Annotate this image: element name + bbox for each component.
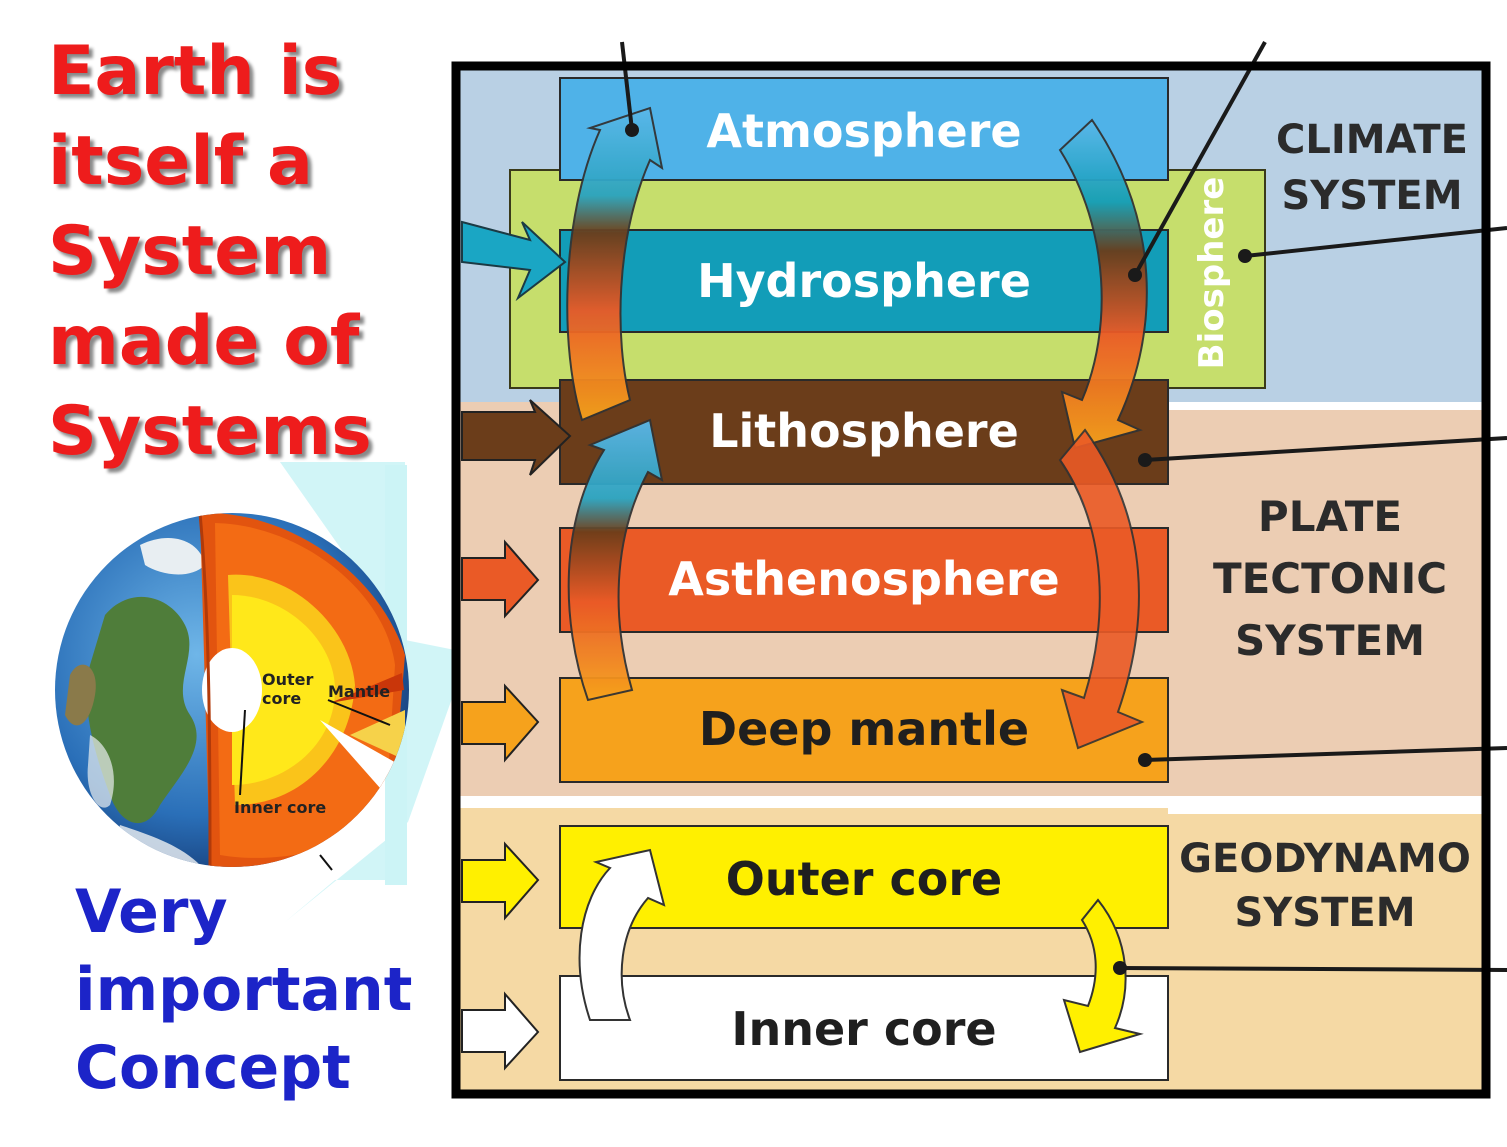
input-arrow-inner-core	[461, 991, 540, 1071]
layer-label-biosphere: Biosphere	[1192, 176, 1232, 370]
input-arrow-lithosphere	[461, 399, 572, 476]
input-arrow-outer-core	[461, 841, 540, 921]
upward-flow-arrow-top	[566, 106, 664, 422]
downward-flow-arrow-top	[1058, 118, 1148, 450]
system-label-climate: CLIMATE SYSTEM	[1276, 117, 1468, 219]
note-line: Concept	[75, 1033, 351, 1103]
layer-label-outer-core: Outer core	[725, 852, 1003, 906]
layer-label-asthenosphere: Asthenosphere	[668, 552, 1060, 606]
layer-label-hydrosphere: Hydrosphere	[697, 254, 1031, 308]
outer-core-bar	[559, 825, 1169, 929]
title-line: Earth is	[48, 32, 343, 111]
atmosphere-bar	[559, 77, 1169, 181]
downward-flow-arrow-mid	[1058, 428, 1145, 750]
title-line: System	[48, 212, 332, 291]
title-line: itself a	[48, 122, 313, 201]
input-arrow-deep-mantle	[461, 683, 540, 763]
lithosphere-bar	[559, 379, 1169, 485]
globe-label-inner-core: Inner core	[234, 798, 327, 817]
upward-flow-arrow-mid	[567, 418, 664, 702]
upward-flow-arrow-core	[578, 848, 666, 1021]
earth-cutaway-image	[55, 513, 409, 871]
downward-flow-arrow-core	[1062, 898, 1144, 1054]
title-line: Systems	[48, 392, 372, 471]
system-label-geodynamo: GEODYNAMO SYSTEM	[1179, 836, 1471, 936]
layer-label-deep-mantle: Deep mantle	[698, 702, 1030, 756]
deep-mantle-bar	[559, 677, 1169, 783]
system-label-plate-tectonic: PLATE TECTONIC SYSTEM	[1212, 492, 1448, 665]
asthenosphere-bar	[559, 527, 1169, 633]
note-line: important	[75, 955, 413, 1025]
layer-label-atmosphere: Atmosphere	[706, 104, 1022, 158]
title-line: made of	[48, 302, 360, 381]
hydrosphere-bar	[559, 229, 1169, 333]
globe-label-mantle: Mantle	[328, 682, 391, 701]
note-line: Very	[75, 877, 228, 947]
input-arrow-hydrosphere	[461, 220, 567, 302]
globe-label-outer-core: Outer core	[262, 670, 314, 708]
diagram-frame	[451, 61, 1491, 1099]
layer-label-inner-core: Inner core	[731, 1002, 997, 1056]
layer-label-lithosphere: Lithosphere	[709, 404, 1019, 458]
inner-core-bar	[559, 975, 1169, 1081]
input-arrow-asthenosphere	[461, 539, 540, 619]
